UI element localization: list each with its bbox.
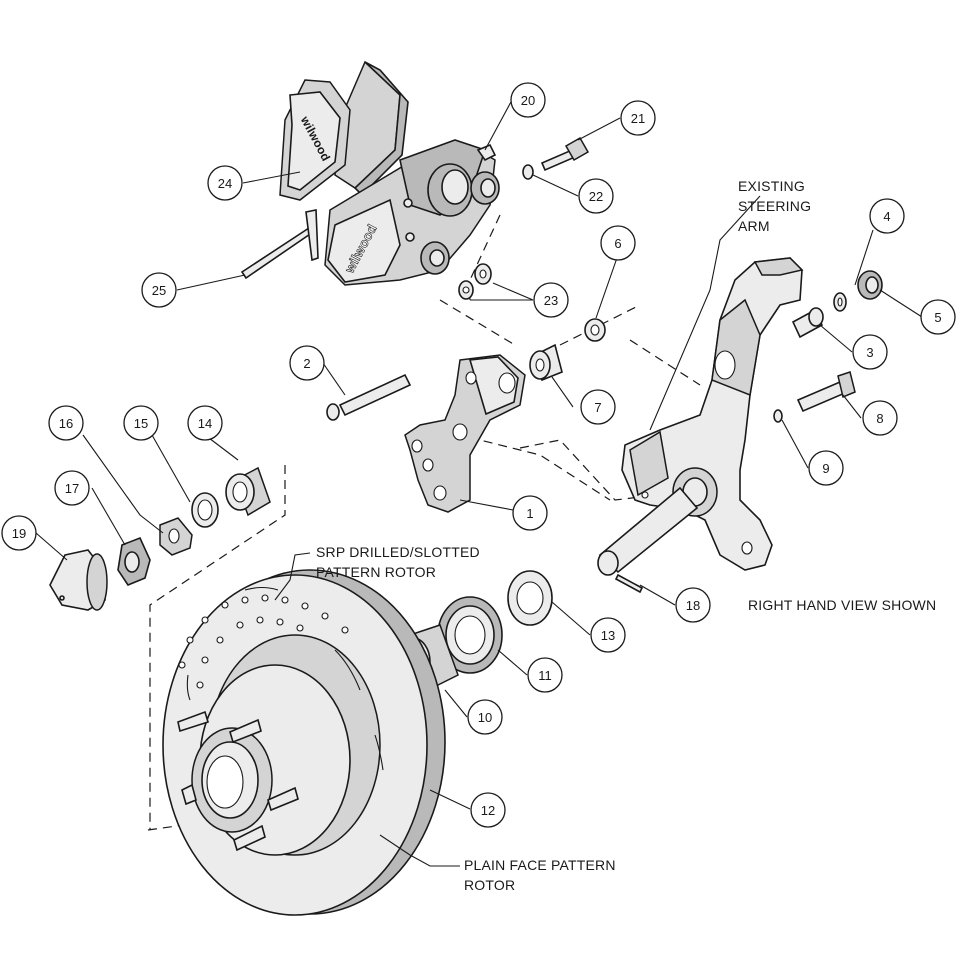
caliper-bolt <box>522 136 590 180</box>
rotor-studs <box>177 710 299 852</box>
svg-text:5: 5 <box>934 310 941 325</box>
svg-text:24: 24 <box>218 176 232 191</box>
svg-text:RIGHT HAND VIEW SHOWN: RIGHT HAND VIEW SHOWN <box>748 597 936 613</box>
cotter-pin <box>614 573 644 594</box>
svg-text:20: 20 <box>521 93 535 108</box>
callout-16: 16 <box>48 405 84 441</box>
svg-text:7: 7 <box>594 400 601 415</box>
callout-5: 5 <box>920 299 956 335</box>
annotation-existing-steering-arm: EXISTING STEERING ARM <box>738 178 811 234</box>
svg-text:18: 18 <box>686 598 700 613</box>
svg-text:ROTOR: ROTOR <box>464 877 515 893</box>
svg-text:PLAIN FACE PATTERN: PLAIN FACE PATTERN <box>464 857 616 873</box>
svg-text:17: 17 <box>65 481 79 496</box>
svg-text:6: 6 <box>614 236 621 251</box>
callout-18: 18 <box>675 587 711 623</box>
svg-text:12: 12 <box>481 803 495 818</box>
callout-21: 21 <box>620 100 656 136</box>
callout-19: 19 <box>1 515 37 551</box>
hub-hardware <box>49 466 271 611</box>
callout-17: 17 <box>54 470 90 506</box>
svg-text:25: 25 <box>152 283 166 298</box>
svg-text:19: 19 <box>12 526 26 541</box>
annotation-srp-rotor: SRP DRILLED/SLOTTED PATTERN ROTOR <box>316 544 480 580</box>
callout-20: 20 <box>510 82 546 118</box>
svg-text:15: 15 <box>134 416 148 431</box>
caliper: wilwood <box>324 139 500 286</box>
spindle-assembly <box>597 257 804 576</box>
callout-24: 24 <box>207 165 243 201</box>
svg-text:21: 21 <box>631 111 645 126</box>
caliper-bracket <box>404 354 526 513</box>
bracket-bolt <box>326 373 412 421</box>
callout-8: 8 <box>862 400 898 436</box>
callout-7: 7 <box>580 389 616 425</box>
callout-9: 9 <box>808 450 844 486</box>
callout-4: 4 <box>869 198 905 234</box>
callout-15: 15 <box>123 405 159 441</box>
svg-text:10: 10 <box>478 710 492 725</box>
grease-seal <box>507 570 553 626</box>
svg-text:3: 3 <box>866 345 873 360</box>
caliper-shims <box>458 263 492 300</box>
callout-12: 12 <box>470 792 506 828</box>
annotation-plain-face-rotor: PLAIN FACE PATTERN ROTOR <box>464 857 616 893</box>
svg-text:STEERING: STEERING <box>738 198 811 214</box>
svg-text:23: 23 <box>544 293 558 308</box>
svg-text:PATTERN ROTOR: PATTERN ROTOR <box>316 564 436 580</box>
callout-11: 11 <box>527 657 563 693</box>
annotation-right-hand-view: RIGHT HAND VIEW SHOWN <box>748 597 936 613</box>
callout-14: 14 <box>187 405 223 441</box>
callout-23: 23 <box>533 282 569 318</box>
bearing-race <box>437 596 503 674</box>
rotor <box>162 569 446 916</box>
callout-25: 25 <box>141 272 177 308</box>
callout-10: 10 <box>467 699 503 735</box>
callout-13: 13 <box>590 617 626 653</box>
svg-text:4: 4 <box>883 209 890 224</box>
arm-hardware <box>773 270 883 423</box>
svg-text:14: 14 <box>198 416 212 431</box>
svg-text:EXISTING: EXISTING <box>738 178 805 194</box>
svg-text:ARM: ARM <box>738 218 770 234</box>
pad-retainer-pin <box>240 209 319 280</box>
callout-3: 3 <box>852 334 888 370</box>
svg-text:16: 16 <box>59 416 73 431</box>
callout-6: 6 <box>600 225 636 261</box>
callout-2: 2 <box>289 345 325 381</box>
callout-22: 22 <box>578 178 614 214</box>
callout-1: 1 <box>512 495 548 531</box>
svg-text:2: 2 <box>303 356 310 371</box>
svg-text:1: 1 <box>526 506 533 521</box>
rotor-slots <box>186 586 384 771</box>
callout-leaders <box>35 99 923 867</box>
svg-text:13: 13 <box>601 628 615 643</box>
rotor-drill-holes <box>178 594 349 689</box>
svg-text:9: 9 <box>822 461 829 476</box>
svg-text:11: 11 <box>538 668 552 683</box>
spacer-and-washer <box>529 318 606 382</box>
svg-text:SRP DRILLED/SLOTTED: SRP DRILLED/SLOTTED <box>316 544 480 560</box>
svg-text:22: 22 <box>589 189 603 204</box>
svg-text:8: 8 <box>876 411 883 426</box>
